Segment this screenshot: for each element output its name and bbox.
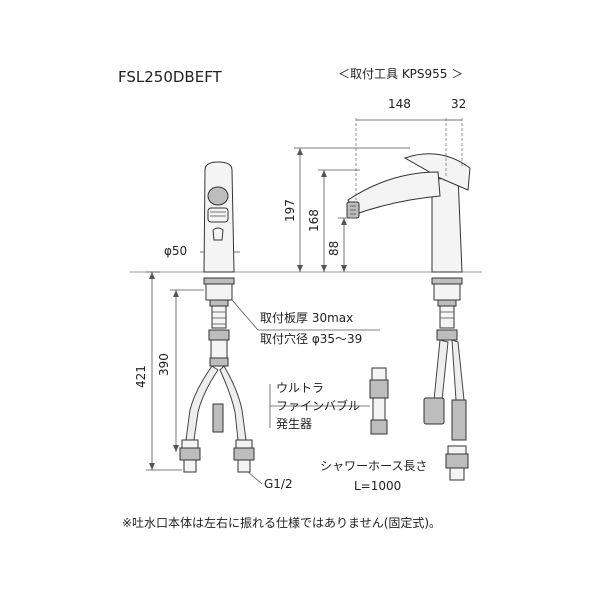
dim-88: 88 bbox=[327, 241, 341, 256]
shower-hose-label-2: L=1000 bbox=[354, 479, 401, 493]
mount-hole-label: 取付穴径 φ35～39 bbox=[260, 331, 362, 346]
bubble-generator-part bbox=[369, 367, 389, 435]
dim-168: 168 bbox=[307, 209, 321, 232]
dim-390: 390 bbox=[157, 353, 171, 376]
dim-148: 148 bbox=[388, 97, 411, 111]
thread-label: G1/2 bbox=[264, 477, 293, 491]
mount-thickness-label: 取付板厚 30max bbox=[260, 311, 353, 325]
footnote: ※吐水口本体は左右に振れる仕様ではありません(固定式)。 bbox=[122, 515, 441, 530]
dim-phi50: φ50 bbox=[164, 244, 187, 258]
bubble-label-2: ファインバブル bbox=[276, 398, 360, 413]
dim-421: 421 bbox=[134, 365, 148, 388]
side-view-mount-parts bbox=[423, 277, 469, 481]
tool-note: ＜取付工具 KPS955 ＞ bbox=[338, 67, 463, 81]
dim-197: 197 bbox=[283, 199, 297, 222]
bubble-label-3: 発生器 bbox=[276, 417, 312, 431]
side-view-faucet bbox=[346, 153, 471, 273]
shower-hose-label-1: シャワーホース長さ bbox=[320, 459, 427, 473]
bubble-label-1: ウルトラ bbox=[276, 381, 324, 395]
model-title: FSL250DBEFT bbox=[118, 68, 223, 86]
dim-32: 32 bbox=[451, 97, 466, 111]
front-view-mount-parts bbox=[179, 277, 255, 473]
front-view-faucet bbox=[203, 161, 235, 273]
